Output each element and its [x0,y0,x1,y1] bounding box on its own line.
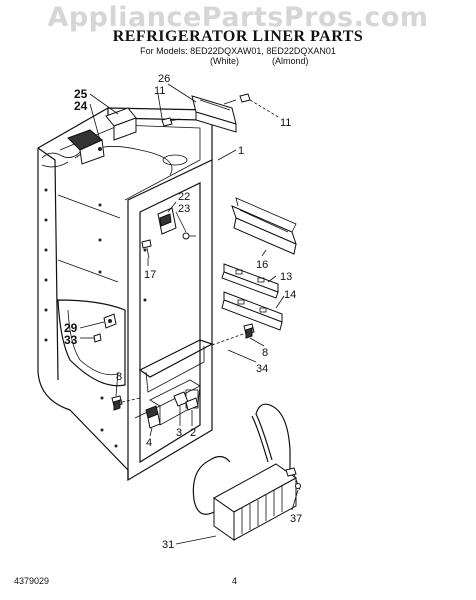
callout-11-right: 11 [280,117,291,129]
clip-29-33 [93,313,117,343]
callout-8-right: 8 [262,347,268,359]
callout-13: 13 [280,271,292,283]
document-number: 4379029 [14,576,50,586]
callout-26: 26 [158,73,170,85]
bottom-fittings [145,391,199,429]
callout-25: 25 [74,87,88,101]
callout-31: 31 [162,539,174,551]
variant-almond: (Almond) [272,56,309,66]
screw-8-left [111,395,141,411]
page-number: 4 [232,576,238,586]
watermark: AppliancePartsPros.com [47,2,429,33]
variant-white: (White) [210,56,239,66]
callout-14: 14 [284,289,296,301]
divider-bracket [157,207,196,240]
callout-34: 34 [256,363,268,375]
liner-shell [37,107,214,482]
page-title: REFRIGERATOR LINER PARTS [112,28,364,45]
screw-17 [141,239,152,259]
callout-29: 29 [64,321,78,335]
control-housing [67,107,137,165]
callout-8-left: 8 [116,371,122,383]
callout-22: 22 [178,191,190,203]
callout-1: 1 [238,145,244,157]
callout-23: 23 [178,203,190,215]
callout-17: 17 [144,269,156,281]
callout-3: 3 [176,427,182,439]
callout-16: 16 [256,259,268,271]
callout-37: 37 [290,513,302,525]
heater-harness [192,403,301,541]
callout-33: 33 [64,333,78,347]
callout-labels: 26 11 25 24 11 1 22 23 17 16 13 14 29 33… [64,73,302,551]
shelf-slides [221,263,283,331]
callout-4: 4 [146,437,152,449]
grommet-8 [211,323,255,346]
callout-24: 24 [74,99,88,113]
leader-lines [79,83,299,545]
model-numbers: For Models: 8ED22DQXAW01, 8ED22DQXAN01 [140,46,336,56]
shelf-retainer [231,197,297,255]
top-bracket [161,93,281,133]
callout-2: 2 [190,427,196,439]
callout-11-top: 11 [154,85,165,97]
